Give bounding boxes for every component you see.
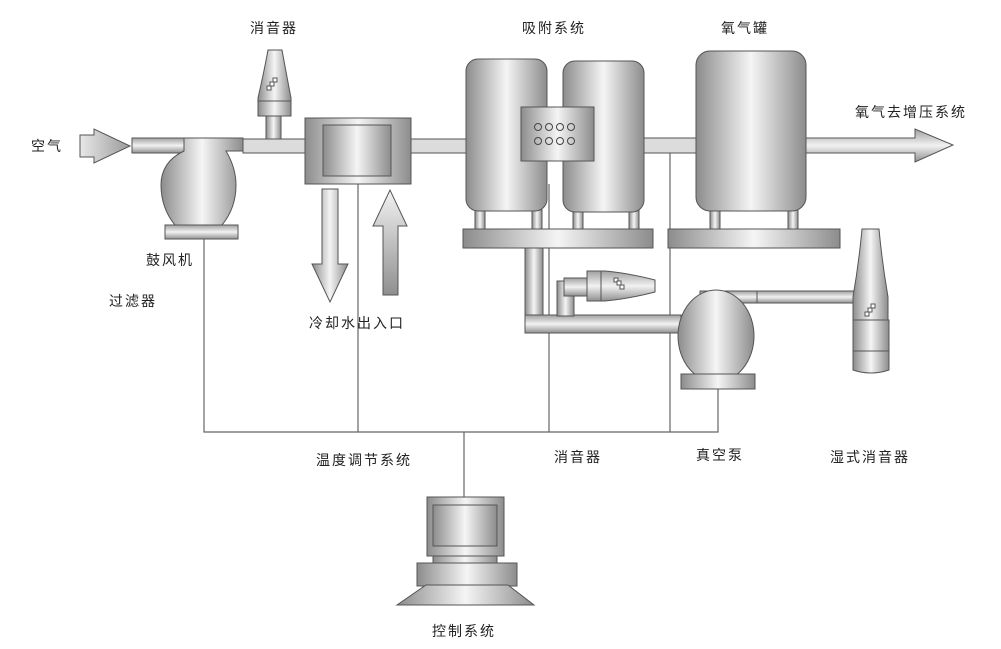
label-silencer-top: 消音器 — [250, 21, 298, 37]
label-silencer-bottom: 消音器 — [554, 450, 602, 466]
oxygen-tank-icon — [667, 50, 841, 249]
blower-icon — [131, 137, 244, 240]
label-wet-silencer: 湿式消音器 — [830, 450, 910, 466]
pipe-exchanger-adsorption — [410, 138, 468, 154]
adsorption-towers-icon — [462, 58, 654, 249]
control-wiring — [203, 150, 719, 498]
label-temperature-control: 温度调节系统 — [316, 453, 412, 469]
cooling-water-out-arrow-icon — [311, 188, 349, 304]
label-oxygen-tank: 氧气罐 — [721, 21, 769, 37]
label-oxygen-to-booster: 氧气去增压系统 — [855, 105, 967, 121]
silencer-bottom-icon — [563, 270, 656, 302]
vacuum-piping — [524, 247, 682, 334]
label-vacuum-pump: 真空泵 — [696, 448, 744, 464]
heat-exchanger-icon — [304, 117, 412, 185]
label-air: 空气 — [31, 139, 63, 155]
label-filter: 过滤器 — [109, 294, 157, 310]
silencer-top-icon — [257, 49, 292, 140]
wet-silencer-icon — [852, 228, 890, 374]
pipe-adsorption-tank — [643, 137, 698, 154]
valve-panel — [520, 106, 595, 162]
vacuum-pump-icon — [677, 289, 855, 390]
label-adsorption-system: 吸附系统 — [522, 21, 586, 37]
label-cooling-water: 冷却水出入口 — [309, 316, 405, 332]
air-inlet-arrow-icon — [79, 128, 132, 164]
label-control-system: 控制系统 — [432, 624, 496, 640]
label-blower: 鼓风机 — [146, 253, 194, 269]
pipe-blower-exchanger — [242, 138, 306, 154]
control-computer-icon — [395, 496, 536, 606]
oxygen-out-arrow-icon — [805, 128, 955, 163]
cooling-water-in-arrow-icon — [372, 188, 408, 296]
